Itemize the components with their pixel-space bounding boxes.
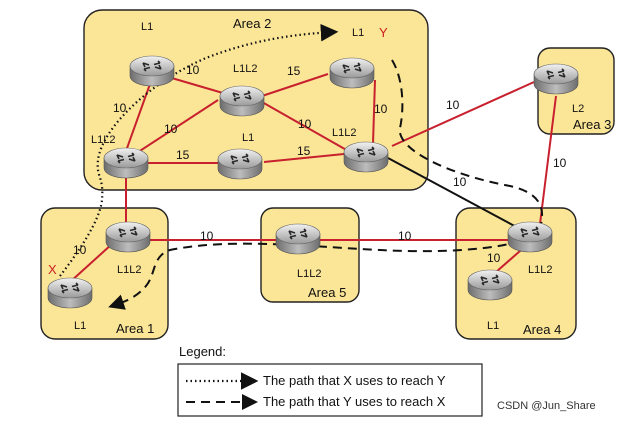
path-y-to-x [108, 59, 543, 310]
router-a2-top-center [219, 85, 265, 117]
router-a2-right-bottom [343, 141, 389, 173]
link-a2-right-a4 [387, 157, 523, 231]
level-a1-lower: L1 [74, 320, 86, 332]
legend-title: Legend: [179, 344, 226, 359]
link-a2-topcenter-topright [261, 73, 329, 97]
cost-a2-right-a3: 10 [446, 98, 460, 112]
area-2-label: Area 2 [233, 16, 271, 31]
cost-a2-left-mid: 15 [176, 148, 190, 162]
router-a2-top-left [129, 55, 175, 87]
area-3-label: Area 3 [573, 117, 611, 132]
router-a3 [533, 63, 579, 95]
cost-a2-topcenter-topright: 15 [287, 64, 301, 78]
cost-a1-internal: 10 [73, 243, 87, 257]
path-x-to-y [59, 23, 339, 277]
router-a4-lower [467, 269, 513, 301]
router-a4-upper [507, 221, 553, 253]
endpoint-y-label: Y [379, 25, 388, 40]
level-a1-upper: L1L2 [117, 264, 141, 276]
cost-a3-a4: 10 [553, 156, 567, 170]
legend-box [177, 363, 483, 417]
cost-a4-internal: 10 [487, 251, 501, 265]
cost-a2-left-vertical: 10 [113, 101, 127, 115]
cost-a1-a5: 10 [200, 229, 214, 243]
link-a2-right-a3 [391, 81, 535, 147]
router-a2-left-bottom [103, 147, 149, 179]
area-4-label: Area 4 [523, 322, 561, 337]
level-a3: L2 [572, 103, 584, 115]
level-a2-mid: L1 [242, 132, 254, 144]
level-a2-top-right: L1 [352, 27, 364, 39]
router-a5 [275, 223, 321, 255]
cost-a5-a4: 10 [398, 229, 412, 243]
link-a2-topcenter-right [261, 101, 351, 153]
router-a2-top-right [329, 57, 375, 89]
cost-a2-right-a4: 10 [453, 175, 467, 189]
area-5-label: Area 5 [308, 285, 346, 300]
cost-a2-topright-right: 10 [374, 102, 388, 116]
link-a3-a4 [539, 95, 557, 225]
area-1-label: Area 1 [116, 321, 154, 336]
router-a1-lower [47, 277, 93, 309]
router-a1-upper [105, 221, 151, 253]
level-a5: L1L2 [297, 268, 321, 280]
link-a1-internal [69, 243, 113, 283]
area-1 [40, 207, 169, 340]
level-a2-top-center: L1L2 [233, 63, 257, 75]
cost-a2-mid-right: 15 [297, 144, 311, 158]
link-a2-topright-right [372, 79, 376, 145]
watermark: CSDN @Jun_Share [497, 400, 596, 412]
level-a4-upper: L1L2 [528, 264, 552, 276]
legend-x-to-y-text: The path that X uses to reach Y [263, 373, 446, 388]
link-a2-mid-right [263, 153, 345, 163]
cost-a2-topcenter-right: 10 [298, 117, 312, 131]
endpoint-x-label: X [48, 262, 57, 277]
legend-y-to-x-text: The path that Y uses to reach X [263, 394, 446, 409]
cost-a2-topleft-topcenter: 10 [186, 63, 200, 77]
cost-a2-left-topcenter: 10 [164, 122, 178, 136]
level-a2-top-left: L1 [141, 21, 153, 33]
link-a2-left-topcenter [125, 99, 219, 161]
level-a2-right-bottom: L1L2 [332, 127, 356, 139]
level-a2-left-bottom: L1L2 [91, 134, 115, 146]
router-a2-mid [217, 148, 263, 180]
link-a2-topleft-left [125, 83, 151, 152]
level-a4-lower: L1 [487, 320, 499, 332]
